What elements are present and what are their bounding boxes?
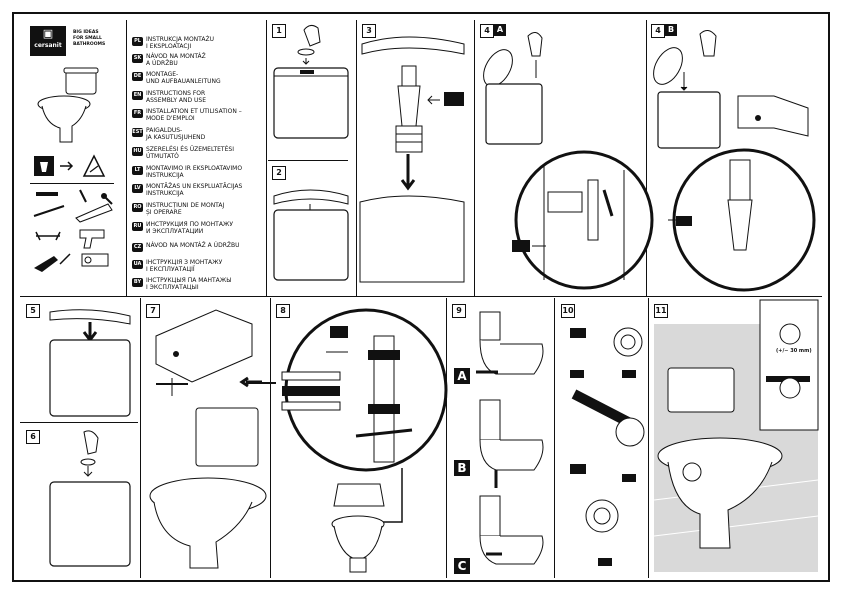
divider bbox=[270, 298, 271, 578]
divider bbox=[356, 20, 357, 296]
language-code: EN bbox=[132, 91, 143, 100]
step2-tank-illustration bbox=[273, 189, 349, 281]
step-number: 1 bbox=[272, 24, 286, 38]
step-number: 7 bbox=[146, 304, 160, 318]
language-text: MONTĀŽAS UN EKSPLUATĀCIJAS INSTRUKCIJA bbox=[146, 183, 243, 197]
page-frame bbox=[12, 12, 830, 582]
divider bbox=[648, 298, 649, 578]
language-text: ИНСТРУКЦИЯ ПО МОНТАЖУ И ЭКСПЛУАТАЦИИ bbox=[146, 221, 234, 235]
language-code: BY bbox=[132, 278, 143, 287]
step-number: 10 bbox=[561, 304, 575, 318]
divider bbox=[126, 20, 127, 296]
language-code: HU bbox=[132, 147, 143, 156]
divider bbox=[646, 20, 647, 296]
step9-outlet-variants bbox=[476, 311, 544, 565]
arrow-line bbox=[246, 382, 276, 384]
language-text: ІНСТРУКЦІЯ З МОНТАЖУ І ЕКСПЛУАТАЦІЇ bbox=[146, 259, 223, 273]
language-code: LT bbox=[132, 166, 143, 175]
step4b-illustration bbox=[653, 30, 816, 292]
brand-logo: ▣ cersanit bbox=[30, 26, 66, 56]
language-code: CZ bbox=[132, 243, 143, 252]
variant-badge: A bbox=[494, 24, 506, 36]
step6-tank-illustration bbox=[49, 430, 131, 567]
step10-connectors-illustration bbox=[570, 327, 645, 566]
divider bbox=[446, 298, 447, 578]
variant-badge: A bbox=[454, 368, 470, 384]
step-number: 6 bbox=[26, 430, 40, 444]
variant-badge: B bbox=[454, 460, 470, 476]
fragile-warning-icon bbox=[34, 154, 106, 177]
variant-badge: C bbox=[454, 558, 470, 574]
step7-toilet-illustration bbox=[149, 309, 267, 569]
step-number: 9 bbox=[452, 304, 466, 318]
step5-tank-illustration bbox=[49, 309, 131, 417]
language-code: FR bbox=[132, 109, 143, 118]
language-code: UA bbox=[132, 260, 143, 269]
language-code: DE bbox=[132, 72, 143, 81]
language-text: MONTAVIMO IR EKSPLOATAVIMO INSTRUKCIJA bbox=[146, 165, 243, 179]
language-text: ІНСТРУКЦЫЯ ПА МАНТАЖЫ І ЭКСПЛУАТАЦЫІ bbox=[146, 277, 232, 291]
toilet-cover-illustration bbox=[37, 67, 99, 143]
step3-valve-illustration bbox=[359, 36, 465, 283]
brand-tagline: BIG IDEAS FOR SMALL BATHROOMS bbox=[73, 30, 106, 47]
divider bbox=[266, 20, 267, 296]
step-number: 8 bbox=[276, 304, 290, 318]
language-code: EST bbox=[132, 128, 143, 137]
step-number: 4 bbox=[480, 24, 494, 38]
language-code: SK bbox=[132, 54, 143, 63]
language-text: MONTAGE- UND AUFBAUANLEITUNG bbox=[146, 71, 221, 85]
step8-detail-illustration bbox=[281, 308, 448, 573]
tools-icon bbox=[33, 189, 113, 272]
language-code: PL bbox=[132, 37, 143, 46]
step-number: 4 bbox=[651, 24, 665, 38]
logo-mark-icon: ▣ bbox=[42, 27, 54, 40]
divider bbox=[554, 298, 555, 578]
language-text: SZERELÉSI ÉS ÜZEMELTETÉSI ÚTMUTATÓ bbox=[146, 146, 234, 160]
language-text: INSTALLATION ET UTILISATION – MODE D'EMP… bbox=[146, 108, 242, 122]
divider bbox=[30, 183, 114, 184]
language-code: RU bbox=[132, 222, 143, 231]
variant-badge: B bbox=[665, 24, 677, 36]
dimension-note: (+/− 30 mm) bbox=[776, 348, 812, 354]
step-number: 3 bbox=[362, 24, 376, 38]
language-text: PAIGALDUS- JA KASUTUSJUHEND bbox=[146, 127, 206, 141]
step1-tank-illustration bbox=[273, 24, 349, 139]
language-text: INSTRUCȚIUNI DE MONTAJ ȘI OPERARE bbox=[146, 202, 225, 216]
language-code: RO bbox=[132, 203, 143, 212]
language-code: LV bbox=[132, 184, 143, 193]
step11-installation-illustration bbox=[653, 299, 819, 572]
divider bbox=[474, 20, 475, 296]
language-text: INSTRUKCJA MONTAŻU I EKSPLOATACJI bbox=[146, 36, 214, 50]
step4a-illustration bbox=[483, 32, 654, 290]
divider bbox=[140, 298, 141, 578]
step-number: 5 bbox=[26, 304, 40, 318]
brand-name: cersanit bbox=[34, 42, 62, 49]
language-text: INSTRUCTIONS FOR ASSEMBLY AND USE bbox=[146, 90, 207, 104]
step-number: 11 bbox=[654, 304, 668, 318]
language-text: NÁVOD NA MONTÁŽ A ÚDRŽBU bbox=[146, 53, 206, 67]
divider bbox=[268, 160, 348, 161]
step-number: 2 bbox=[272, 166, 286, 180]
language-text: NÁVOD NA MONTÁŽ A ÚDRŽBU bbox=[146, 242, 240, 249]
divider bbox=[20, 422, 138, 423]
divider bbox=[20, 296, 822, 297]
